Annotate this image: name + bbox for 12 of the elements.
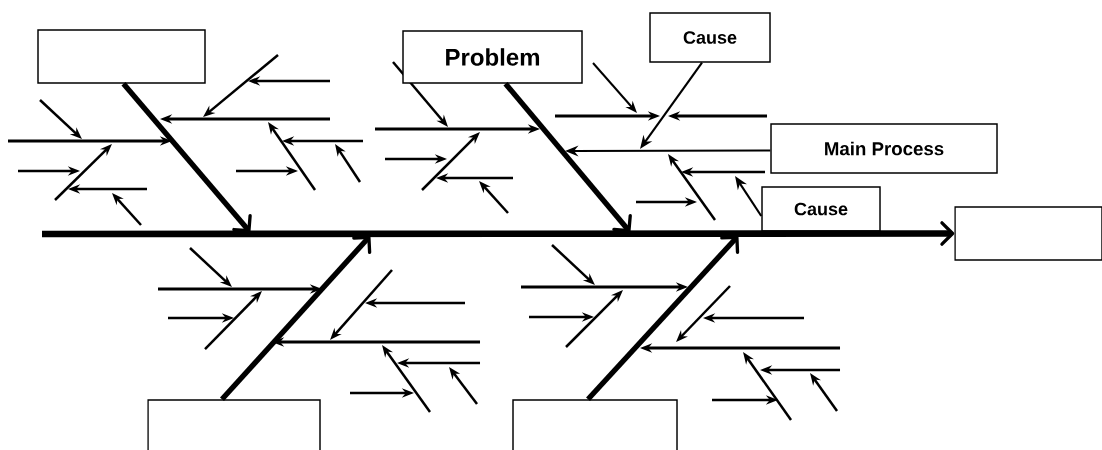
empty-box — [954, 206, 1102, 261]
arrow — [586, 235, 740, 402]
empty-box — [37, 29, 206, 84]
label-box: Cause — [761, 186, 881, 232]
empty-box — [512, 399, 678, 450]
arrow — [503, 82, 632, 233]
arrow — [220, 235, 372, 402]
label-box: Main Process — [770, 123, 998, 174]
arrow — [121, 82, 252, 233]
label-box: Problem — [402, 30, 583, 84]
label-box: Cause — [649, 12, 771, 63]
empty-box — [147, 399, 321, 450]
